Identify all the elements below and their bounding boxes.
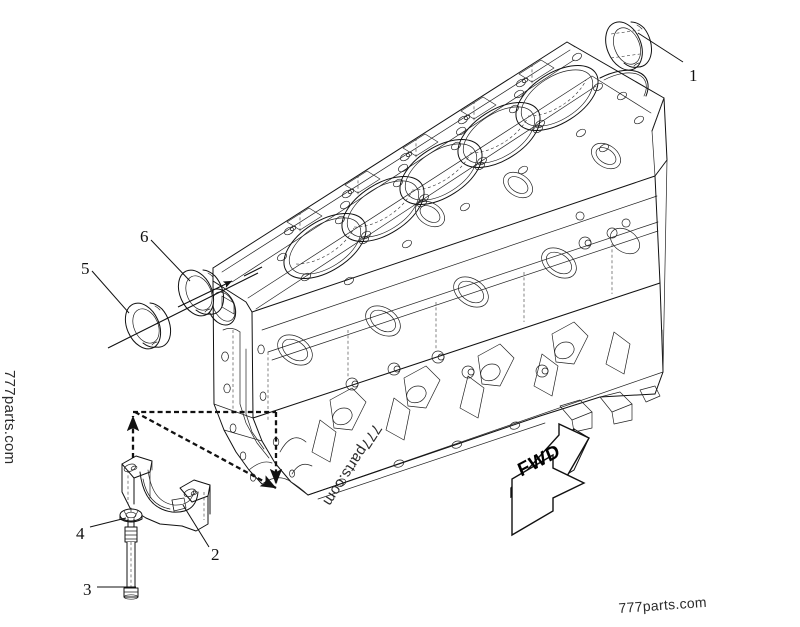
leader-4 (89, 517, 127, 528)
cylinder-bores (283, 65, 649, 279)
watermark-left: 777parts.com (1, 370, 18, 465)
deck-pockets (286, 59, 555, 232)
fwd-direction-arrow (510, 422, 590, 537)
callout-number-4: 4 (76, 524, 85, 543)
part-5-seal-ring-outer (124, 302, 172, 350)
callout-number-6: 6 (140, 227, 149, 246)
callout-number-2: 2 (211, 545, 220, 564)
leader-5 (91, 270, 130, 314)
part-1-seal-ring (605, 21, 653, 71)
leader-6 (150, 239, 191, 282)
engine-block-body (107, 21, 668, 600)
assembly-direction-arrows (126, 410, 283, 490)
part-3-cap-bolt (123, 518, 139, 600)
side-wall-bosses (345, 211, 631, 391)
seal-assembly-centerline (107, 272, 259, 349)
leader-1 (637, 32, 684, 63)
part-6-seal-ring-inner (177, 269, 225, 317)
head-bolt-bosses (277, 52, 644, 286)
side-wall-ports (277, 142, 640, 366)
pan-rail-bolt-pads (335, 421, 520, 487)
leader-2 (182, 504, 210, 548)
side-wall-ribs (311, 244, 631, 463)
callout-number-5: 5 (81, 259, 90, 278)
callout-number-3: 3 (83, 580, 92, 599)
callout-number-1: 1 (689, 66, 698, 85)
callout-leader-lines (89, 32, 684, 588)
